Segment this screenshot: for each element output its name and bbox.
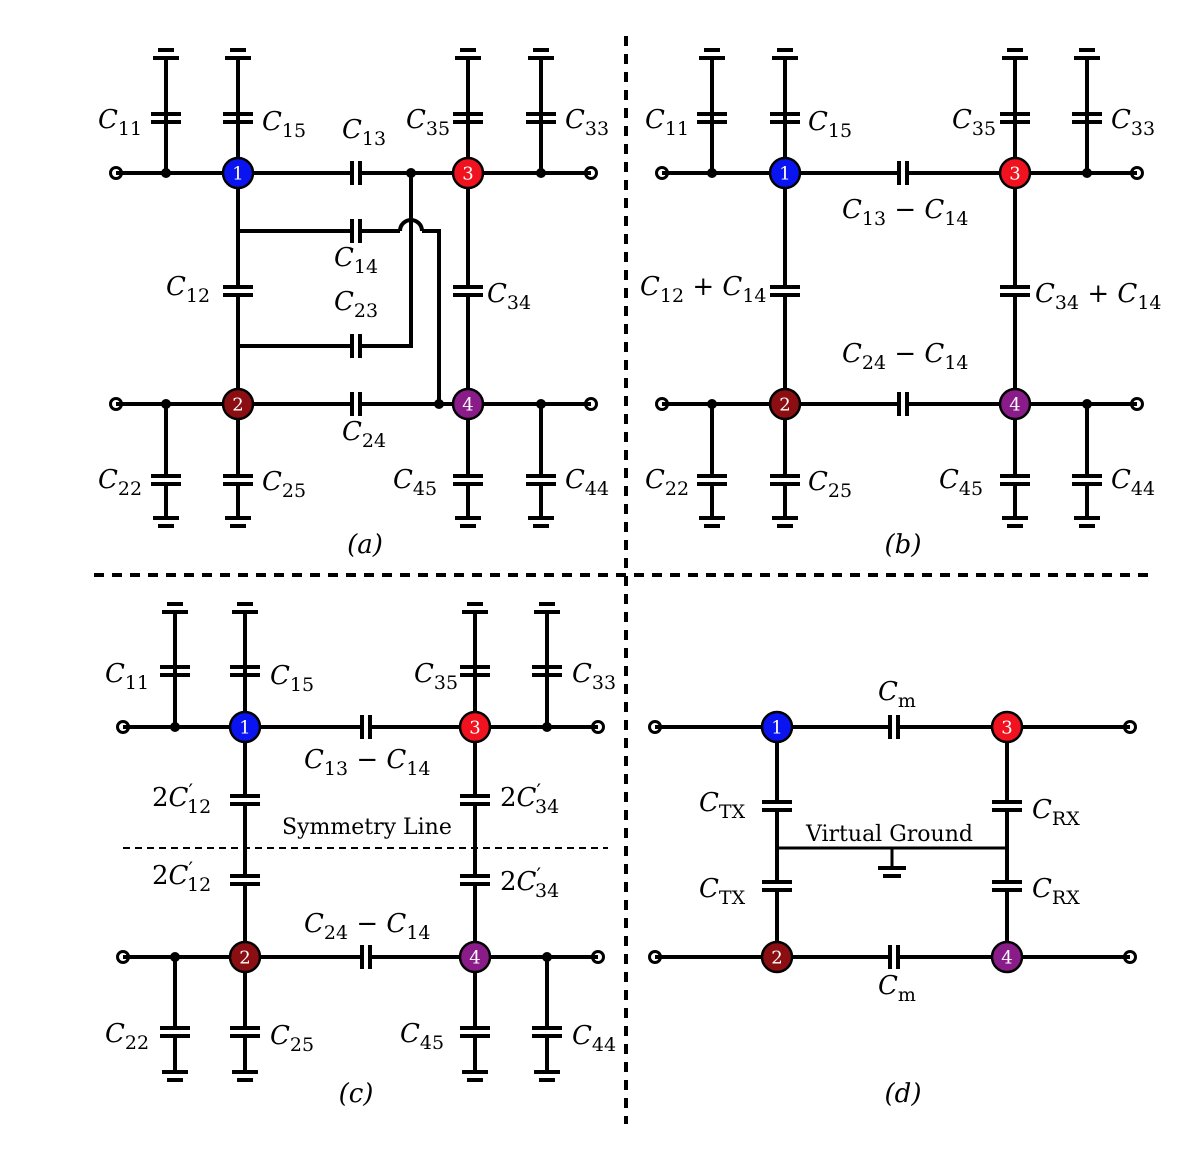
node-label-n2: 2 [779,395,790,416]
node-label-n4: 4 [462,395,473,416]
node-n1 [760,710,794,744]
label-c44: C44 [572,1021,616,1056]
label-c22: C22 [105,1019,149,1054]
node-n1 [768,156,802,190]
label-c14: C14 [334,243,378,278]
label-c13-minus-c14: C13 − C14 [304,745,431,780]
node-n4 [990,940,1024,974]
label-cm-top: Cm [878,677,916,712]
label-c12: C12 [166,272,210,307]
label-c24-minus-c14: C24 − C14 [842,339,969,374]
label-c11: C11 [105,659,149,694]
node-label-n4: 4 [1009,395,1020,416]
label-c33: C33 [565,105,609,140]
node-n2 [768,387,802,421]
node-label-n4: 4 [469,948,480,969]
label-2c12-upper: 2C′12 [152,779,211,818]
panel-caption-c: (c) [339,1079,374,1109]
node-label-n3: 3 [1009,164,1020,185]
node-label-n3: 3 [469,718,480,739]
wires-layer [94,36,1154,1124]
label-2c12-lower: 2C′12 [152,857,211,896]
panel-caption-d: (d) [885,1079,922,1109]
label-c25: C25 [808,467,852,502]
label-c35: C35 [414,659,458,694]
label-c44: C44 [565,465,609,500]
virtual-ground-label: Virtual Ground [805,822,973,847]
node-label-n1: 1 [771,718,782,739]
node-n3 [998,156,1032,190]
node-n2 [221,387,255,421]
node-label-n1: 1 [232,164,243,185]
label-c24-minus-c14: C24 − C14 [304,909,431,944]
node-n1 [221,156,255,190]
label-cm-bottom: Cm [878,971,916,1006]
wire [422,229,441,404]
label-c35: C35 [952,105,996,140]
label-c11: C11 [645,105,689,140]
node-label-n2: 2 [771,948,782,969]
node-n4 [451,387,485,421]
node-label-n2: 2 [239,948,250,969]
node-n4 [998,387,1032,421]
panel-caption-a: (a) [347,530,383,560]
node-n1 [228,710,262,744]
label-c34: C34 [487,279,531,314]
label-c45: C45 [939,465,983,500]
node-n2 [760,940,794,974]
label-c33: C33 [572,659,616,694]
node-label-n1: 1 [239,718,250,739]
label-crx-lower: CRX [1032,874,1080,909]
label-c12-plus-c14: C12 + C14 [640,272,767,307]
wire [360,173,413,348]
node-n4 [458,940,492,974]
node-n3 [990,710,1024,744]
label-c45: C45 [393,465,437,500]
label-c44: C44 [1111,465,1155,500]
node-label-n4: 4 [1001,948,1012,969]
label-c23: C23 [334,287,378,322]
label-c13-minus-c14: C13 − C14 [842,195,969,230]
label-c25: C25 [270,1021,314,1056]
label-ctx-lower: CTX [699,874,746,909]
label-2c34-upper: 2C′34 [500,779,559,818]
node-n2 [228,940,262,974]
label-c15: C15 [270,661,314,696]
panel-caption-b: (b) [885,530,922,560]
label-2c34-lower: 2C′34 [500,863,559,902]
node-label-n2: 2 [232,395,243,416]
label-c22: C22 [645,465,689,500]
label-c34-plus-c14: C34 + C14 [1035,279,1162,314]
node-label-n3: 3 [462,164,473,185]
node-n3 [458,710,492,744]
label-c35: C35 [406,105,450,140]
label-c22: C22 [98,465,142,500]
label-ctx-upper: CTX [699,788,746,823]
label-c45: C45 [400,1019,444,1054]
label-c13: C13 [342,115,386,150]
label-c11: C11 [98,105,142,140]
symmetry-line-label: Symmetry Line [282,815,452,840]
nodes-layer: 1 3 2 4 1 3 2 4 1 3 2 4 1 3 2 4 [221,156,1032,974]
label-c24: C24 [342,417,386,452]
node-label-n1: 1 [779,164,790,185]
label-c15: C15 [808,107,852,142]
label-c15: C15 [262,107,306,142]
label-c25: C25 [262,467,306,502]
label-c33: C33 [1111,105,1155,140]
label-crx-upper: CRX [1032,795,1080,830]
node-n3 [451,156,485,190]
node-label-n3: 3 [1001,718,1012,739]
